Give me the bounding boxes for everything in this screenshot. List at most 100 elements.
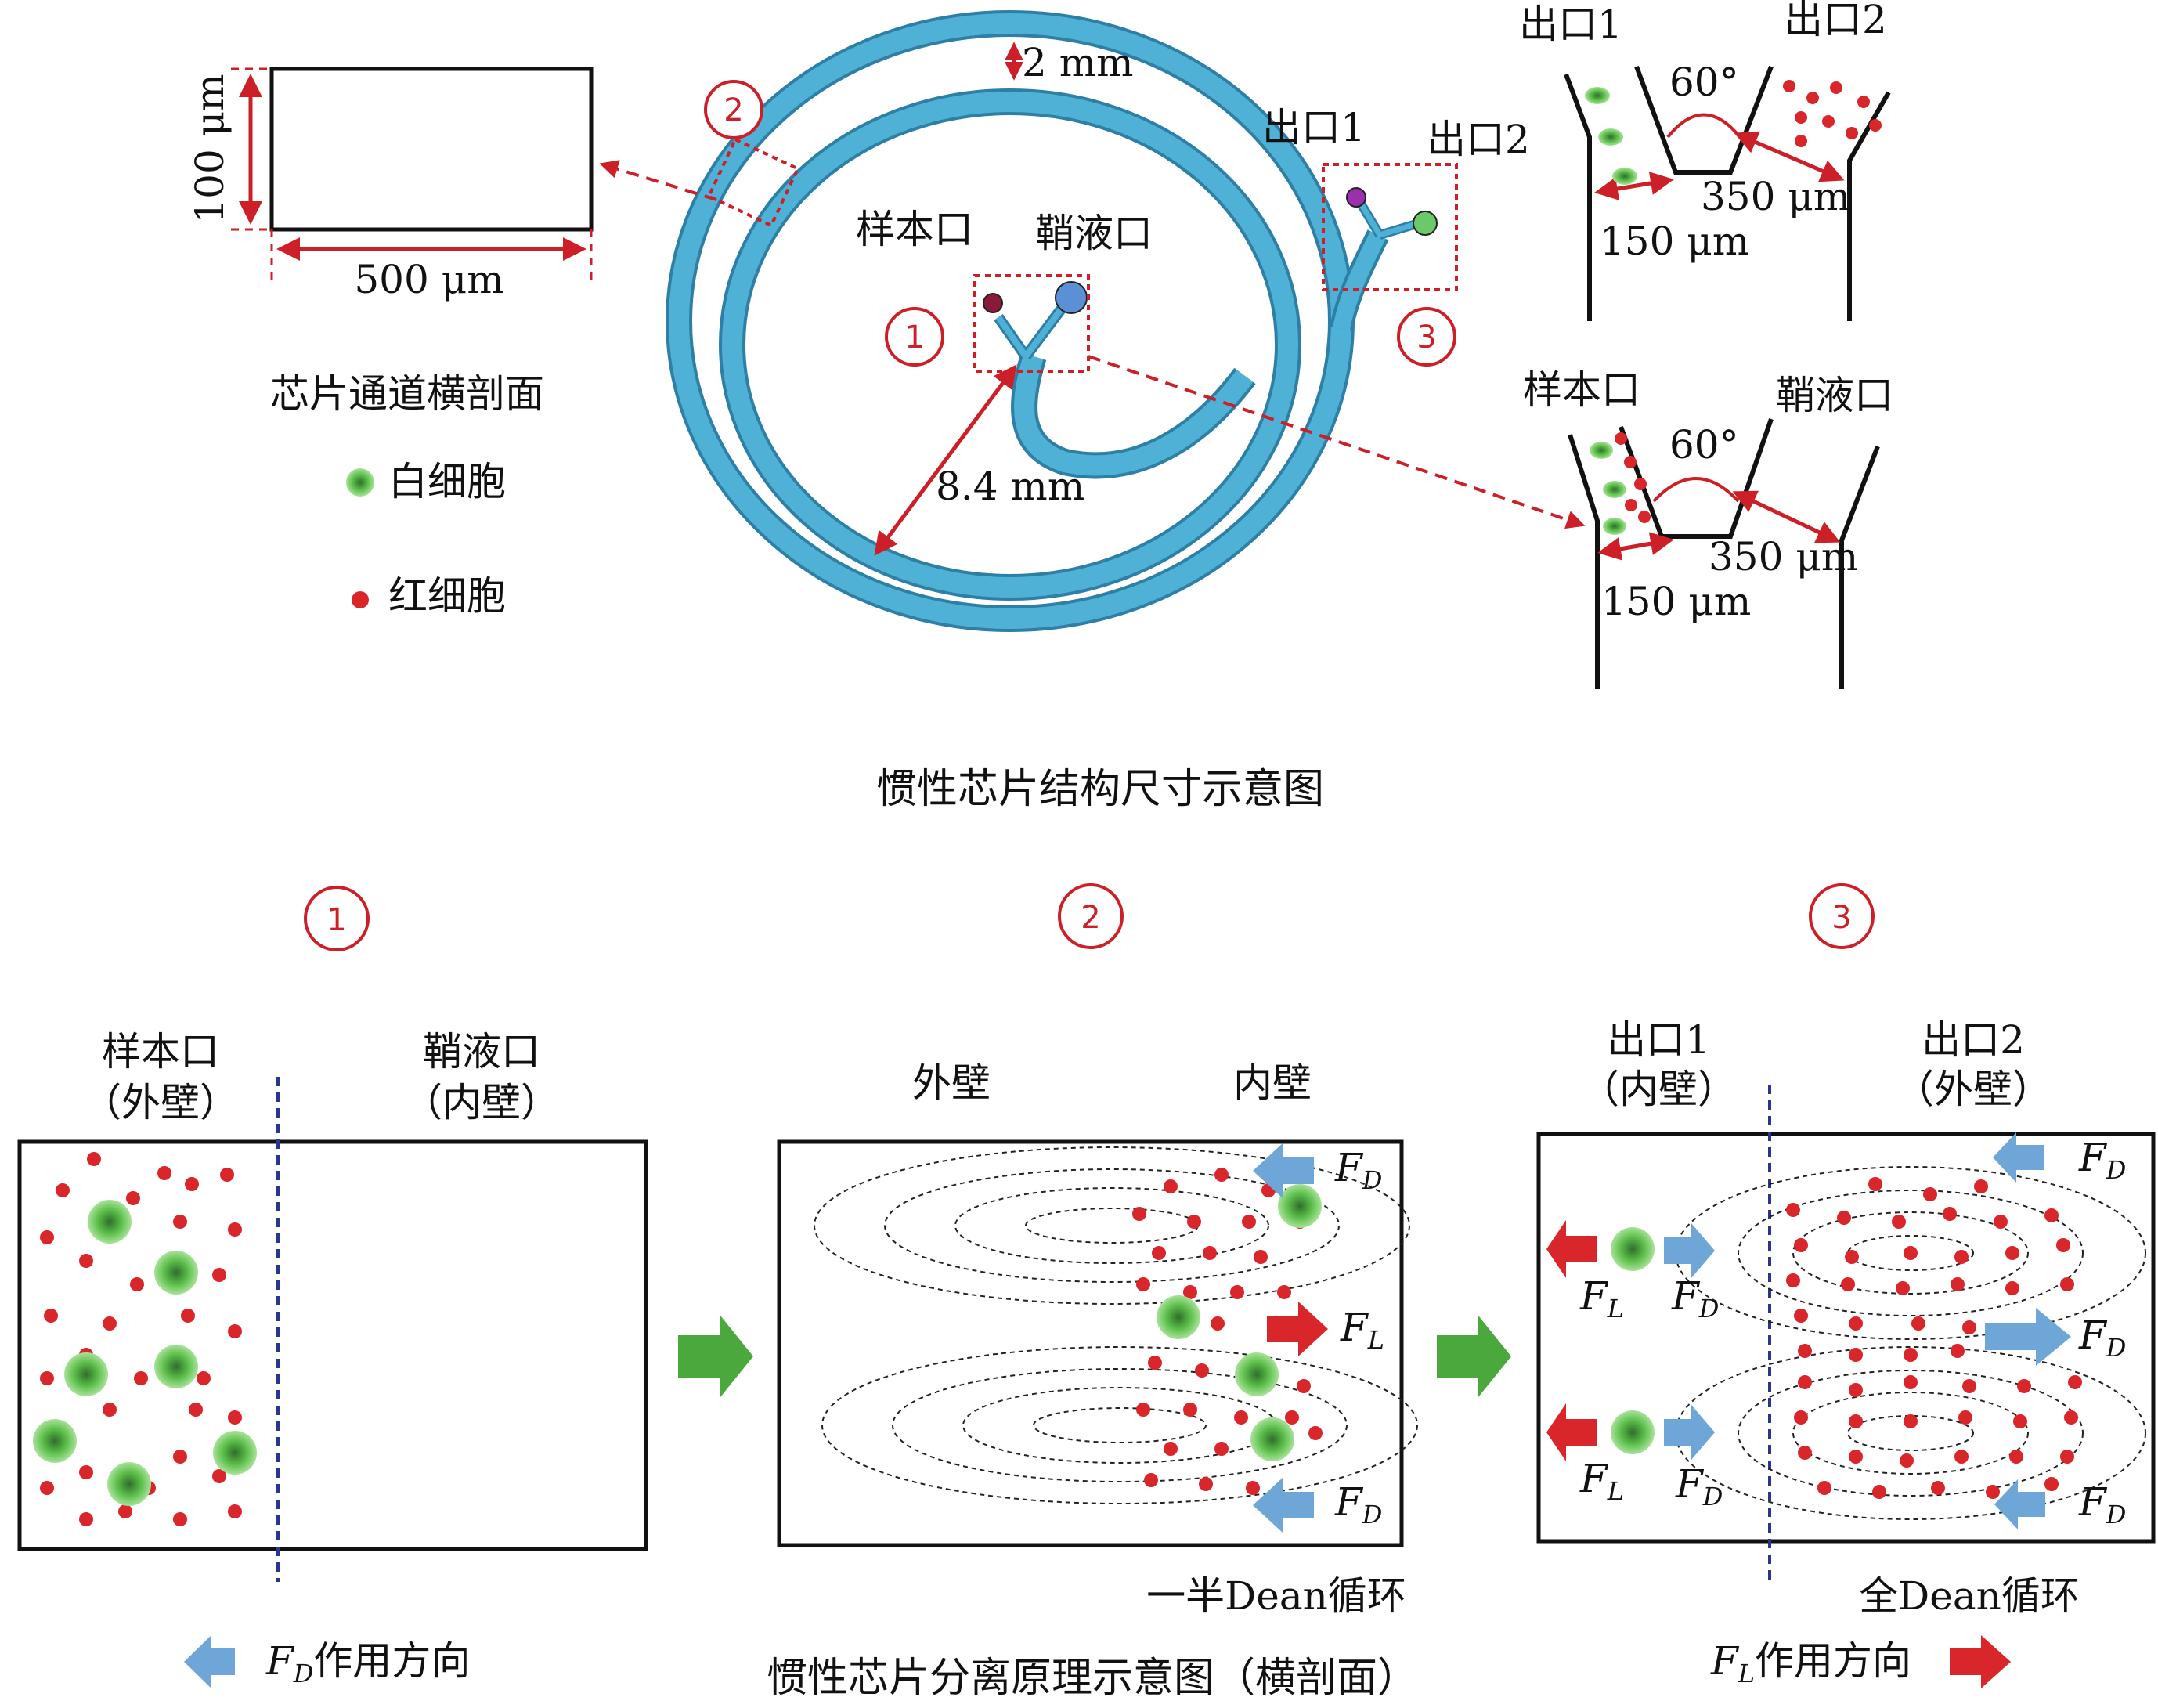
p3-right-title: 出口2 <box>1922 1017 2025 1063</box>
red-blood-cell <box>1904 1375 1918 1389</box>
red-blood-cell <box>1900 1453 1914 1468</box>
flow-arrow-1 <box>678 1316 753 1397</box>
red-blood-cell <box>40 1481 54 1495</box>
outlet-detail-angle: 60° <box>1669 60 1739 105</box>
chip-sheath-inlet-label: 鞘液口 <box>1035 211 1153 256</box>
red-blood-cell <box>1868 1177 1882 1191</box>
red-blood-cell <box>118 1504 132 1518</box>
red-blood-cell <box>1152 1246 1166 1260</box>
red-blood-cell <box>1954 1250 1969 1264</box>
dean-vortex-streamline <box>892 1368 1348 1482</box>
red-blood-cell <box>1148 1356 1162 1370</box>
panel-1: 样本口 （外壁） 鞘液口 （内壁） <box>17 1029 648 1582</box>
red-blood-cell <box>1297 1379 1311 1393</box>
red-blood-cell <box>1798 1446 1812 1460</box>
red-blood-cell <box>1195 1363 1209 1378</box>
red-blood-cell <box>1794 1309 1808 1323</box>
red-blood-cell <box>1794 1410 1808 1425</box>
white-blood-cell <box>64 1352 108 1396</box>
red-blood-cell <box>1136 1403 1150 1417</box>
red-blood-cell <box>1214 1442 1229 1456</box>
panel-3: 出口1 （内壁） 出口2 （外壁） FL FD FL FD FD FD FD 全… <box>1536 1017 2156 1619</box>
red-blood-cell <box>228 1324 242 1338</box>
panel-2: 外壁 内壁 FD FL FD 一半Dean循环 <box>777 1060 1418 1619</box>
red-blood-cell <box>1974 1179 1988 1193</box>
white-blood-cell <box>1157 1295 1200 1339</box>
red-blood-cell <box>2009 1450 2023 1464</box>
red-blood-cell <box>212 1469 226 1483</box>
red-blood-cell <box>189 1403 203 1417</box>
rbc-legend-label: 红细胞 <box>388 573 506 619</box>
red-blood-cell <box>1794 1238 1808 1252</box>
red-blood-cell <box>1285 1410 1299 1425</box>
red-blood-cell <box>1308 1426 1323 1440</box>
p2-left-title: 外壁 <box>912 1060 991 1106</box>
dean-vortex-streamline <box>1847 1235 1974 1271</box>
radius-arrow <box>874 364 1017 556</box>
p1-right-title: 鞘液口 <box>423 1029 540 1074</box>
red-blood-cell <box>103 1403 117 1417</box>
red-blood-cell <box>1277 1285 1291 1299</box>
dean-vortex-streamline <box>1847 1415 1974 1451</box>
red-blood-cell <box>212 1268 226 1282</box>
wbc-legend-icon <box>346 468 374 497</box>
red-blood-cell <box>1943 1207 1957 1221</box>
red-blood-cell <box>1230 1285 1244 1299</box>
pointer-to-inlet-detail <box>1088 355 1586 529</box>
red-blood-cell <box>228 1410 242 1425</box>
red-blood-cell <box>1187 1215 1201 1229</box>
red-blood-cell <box>1214 1168 1229 1182</box>
svg-text:2: 2 <box>1081 900 1100 936</box>
red-blood-cell <box>79 1254 93 1268</box>
panels-caption: 惯性芯片分离原理示意图（横剖面） <box>767 1655 1418 1702</box>
svg-text:FD: FD <box>1334 1145 1382 1195</box>
channel-cross-section-rect <box>269 67 594 232</box>
dean-vortex-streamline <box>1792 1392 2029 1475</box>
red-blood-cell <box>1986 1485 2000 1499</box>
chip-marker-3: 3 <box>1397 307 1456 367</box>
red-blood-cell <box>1951 1344 1965 1358</box>
outlet1-port <box>1346 187 1366 208</box>
white-blood-cell <box>154 1345 198 1388</box>
red-blood-cell <box>173 1512 187 1526</box>
red-blood-cell <box>2044 1208 2059 1222</box>
red-blood-cell <box>1254 1250 1268 1264</box>
p1-left-sub: （外壁） <box>82 1080 239 1125</box>
red-blood-cell <box>1849 1414 1863 1428</box>
svg-text:FD: FD <box>1334 1479 1382 1529</box>
svg-text:FD: FD <box>2078 1313 2126 1363</box>
p2-caption: 一半Dean循环 <box>1146 1573 1406 1619</box>
red-blood-cell <box>87 1152 101 1166</box>
svg-text:FL: FL <box>1579 1456 1624 1506</box>
width-label: 500 μm <box>354 257 503 302</box>
spiral-channel <box>566 220 988 548</box>
svg-text:FD作用方向: FD作用方向 <box>265 1638 470 1688</box>
svg-text:FD: FD <box>1671 1273 1719 1323</box>
inlet-detail-150: 150 μm <box>1601 579 1751 624</box>
red-blood-cell <box>1786 1203 1800 1217</box>
red-blood-cell <box>2056 1238 2070 1252</box>
red-blood-cell <box>1896 1281 1910 1295</box>
chip-outlet1-label: 出口1 <box>1262 105 1366 150</box>
red-blood-cell <box>157 1166 171 1180</box>
red-blood-cell <box>1246 1481 1260 1495</box>
rbc-legend-icon <box>352 591 369 608</box>
p2-channel-rect <box>777 1139 1404 1547</box>
svg-text:1: 1 <box>904 320 924 356</box>
dean-vortex-streamline <box>1675 1346 2146 1520</box>
red-blood-cell <box>1132 1207 1146 1221</box>
dean-vortex-streamline <box>1738 1190 2084 1316</box>
svg-text:FD: FD <box>1675 1461 1723 1511</box>
red-blood-cell <box>1931 1481 1945 1495</box>
inlet-detail-angle: 60° <box>1669 422 1739 468</box>
svg-text:FD: FD <box>2078 1479 2126 1529</box>
wbc-legend-label: 白细胞 <box>388 459 506 504</box>
dean-vortex-streamline <box>962 1387 1277 1464</box>
red-blood-cell <box>2060 1450 2074 1464</box>
marker2-box <box>706 137 800 228</box>
red-blood-cell <box>1203 1246 1217 1260</box>
white-blood-cell <box>107 1462 151 1506</box>
svg-text:FL: FL <box>1340 1305 1384 1355</box>
dean-vortex-streamline <box>1792 1211 2029 1295</box>
